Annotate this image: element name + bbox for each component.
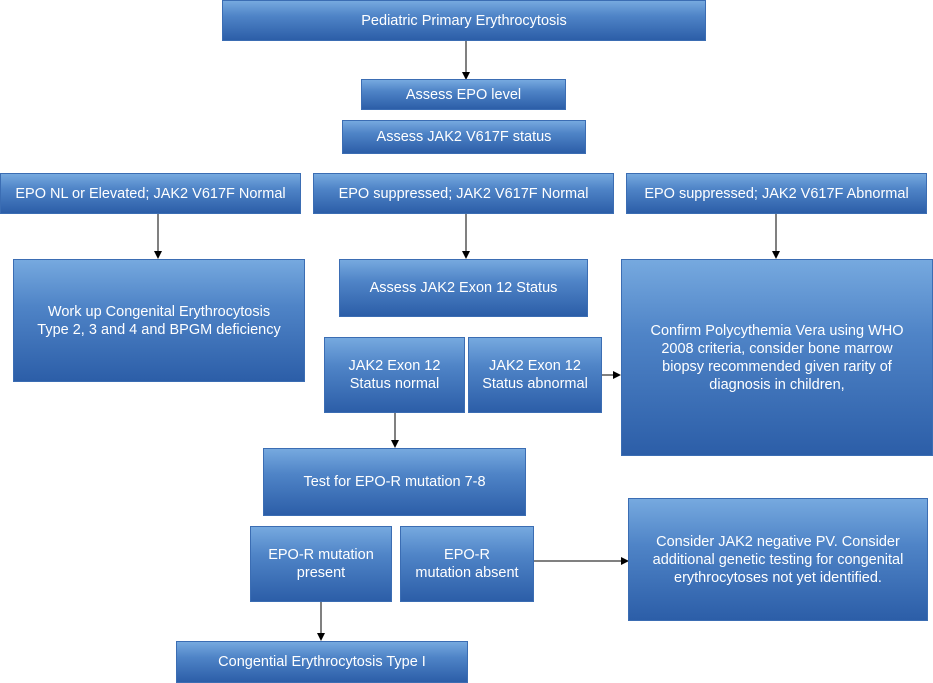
branch-left-box: EPO NL or Elevated; JAK2 V617F Normal bbox=[0, 173, 301, 214]
workup-congenital-box: Work up Congenital Erythrocytosis Type 2… bbox=[13, 259, 305, 382]
test-epor-box: Test for EPO-R mutation 7-8 bbox=[263, 448, 526, 516]
branch-right-box: EPO suppressed; JAK2 V617F Abnormal bbox=[626, 173, 927, 214]
assess-exon12-box: Assess JAK2 Exon 12 Status bbox=[339, 259, 588, 317]
congenital-type1-box: Congential Erythrocytosis Type I bbox=[176, 641, 468, 683]
exon12-abnormal-box: JAK2 Exon 12 Status abnormal bbox=[468, 337, 602, 413]
title-box: Pediatric Primary Erythrocytosis bbox=[222, 0, 706, 41]
epor-present-box: EPO-R mutation present bbox=[250, 526, 392, 602]
confirm-pv-box: Confirm Polycythemia Vera using WHO 2008… bbox=[621, 259, 933, 456]
exon12-normal-box: JAK2 Exon 12 Status normal bbox=[324, 337, 465, 413]
epor-absent-box: EPO-R mutation absent bbox=[400, 526, 534, 602]
consider-jak2-negative-box: Consider JAK2 negative PV. Consider addi… bbox=[628, 498, 928, 621]
assess-epo-box: Assess EPO level bbox=[361, 79, 566, 110]
branch-middle-box: EPO suppressed; JAK2 V617F Normal bbox=[313, 173, 614, 214]
assess-jak2-box: Assess JAK2 V617F status bbox=[342, 120, 586, 154]
